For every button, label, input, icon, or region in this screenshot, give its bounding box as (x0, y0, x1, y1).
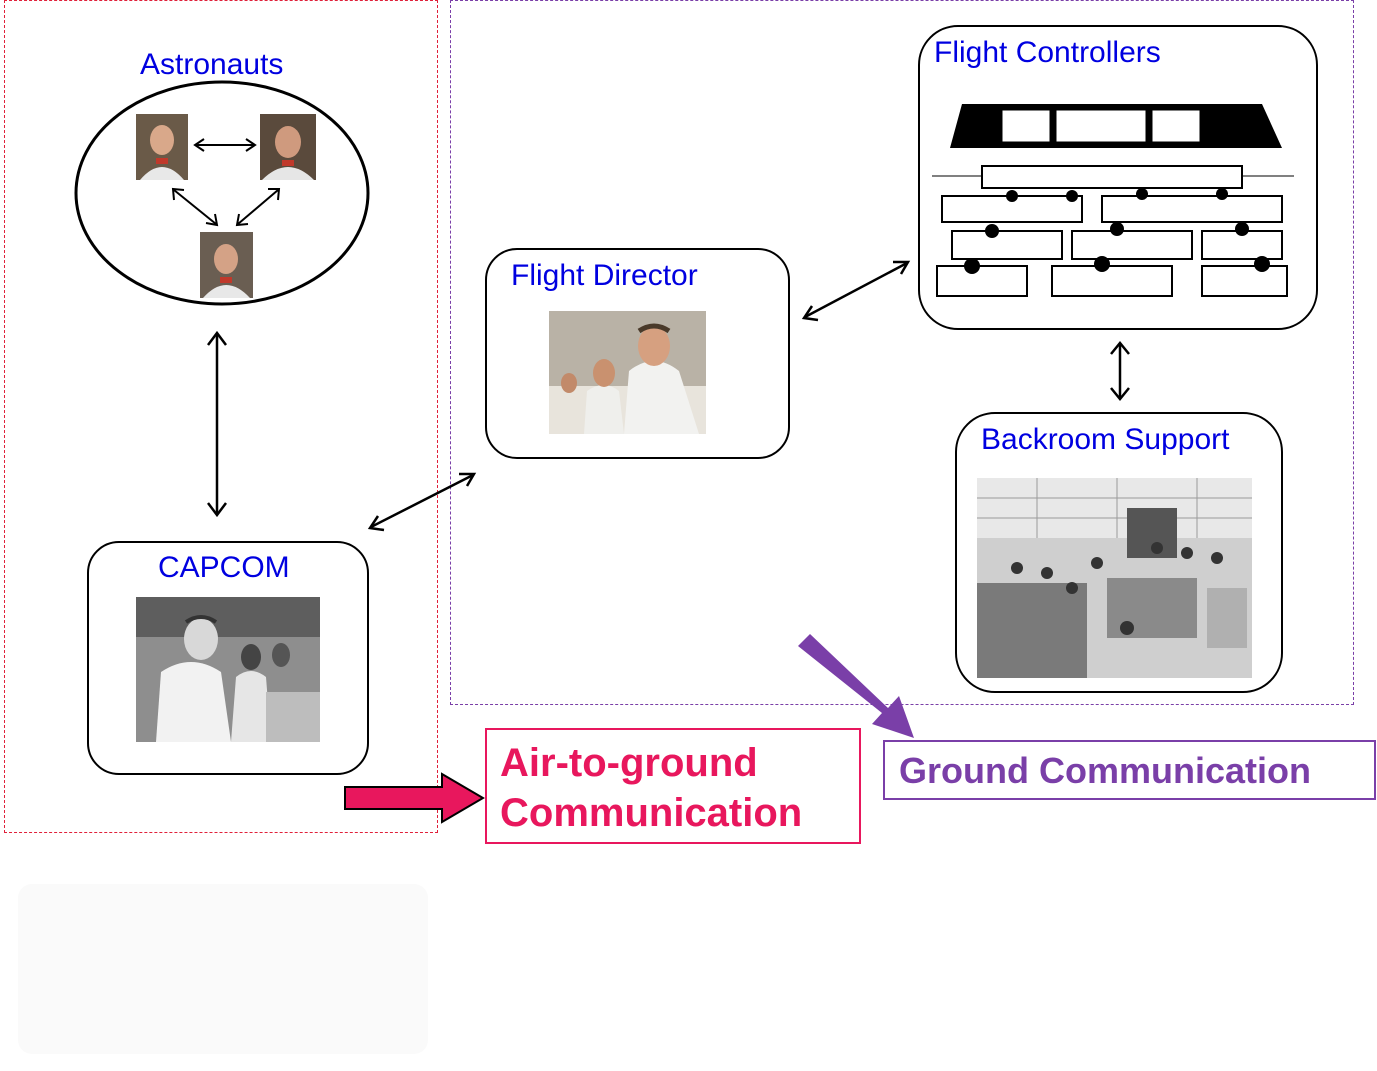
capcom-director-arrow (367, 472, 477, 532)
astronaut-portrait-3 (200, 232, 253, 298)
air-to-ground-line-2: Communication (500, 791, 803, 835)
backroom-photo (977, 478, 1252, 678)
air-to-ground-callout (485, 728, 861, 844)
astronaut-portrait-1 (136, 114, 188, 180)
mission-control-drawing (932, 96, 1294, 299)
flight-director-photo (549, 311, 706, 434)
ground-communication-text: Ground Communication (899, 750, 1311, 791)
astronauts-capcom-arrow (207, 330, 227, 518)
controllers-backroom-arrow (1110, 341, 1130, 401)
capcom-photo (136, 597, 320, 742)
astronaut-links (171, 138, 281, 227)
astronauts-label: Astronauts (140, 48, 284, 81)
empty-placeholder (18, 884, 428, 1054)
air-to-ground-text: Air-to-ground Communication (500, 738, 802, 838)
ground-communication-callout (883, 740, 1376, 800)
capcom-label: CAPCOM (158, 551, 290, 584)
flight-director-label: Flight Director (511, 259, 698, 292)
flight-controllers-label: Flight Controllers (934, 36, 1161, 69)
air-to-ground-arrow (344, 772, 485, 824)
backroom-support-label: Backroom Support (981, 423, 1230, 456)
air-to-ground-zone (4, 0, 438, 833)
astronaut-portrait-2 (260, 114, 316, 180)
director-controllers-arrow (801, 260, 911, 322)
ground-communication-arrow (798, 634, 914, 738)
air-to-ground-line-1: Air-to-ground (500, 741, 758, 785)
